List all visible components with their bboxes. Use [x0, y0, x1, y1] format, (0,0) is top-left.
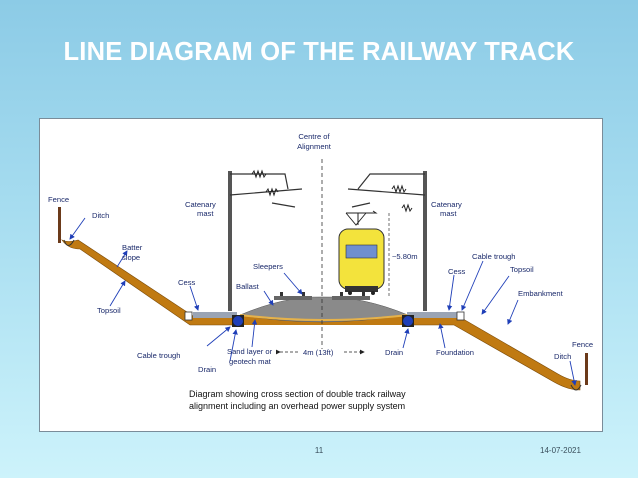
sleeper-right — [332, 296, 370, 300]
ditch-left — [63, 239, 75, 246]
sand-layer — [239, 314, 409, 321]
label-cess-right: Cess — [448, 267, 466, 276]
label-centre-line1: Centre of — [298, 132, 330, 141]
fence-right — [585, 353, 588, 385]
label-track-gap: 4m (13ft) — [303, 348, 334, 357]
ditch-right — [570, 384, 582, 391]
rail-left-b — [302, 292, 305, 296]
label-sleepers: Sleepers — [253, 262, 283, 271]
label-cable-trough-right: Cable trough — [472, 252, 515, 261]
label-cable-trough-left: Cable trough — [137, 351, 180, 360]
label-batter2: slope — [122, 253, 140, 262]
label-catenary-right2: mast — [440, 209, 457, 218]
train-body — [338, 228, 385, 290]
pointer-arrows — [69, 217, 577, 386]
insulator-left — [251, 169, 279, 197]
drain-left-pipe — [233, 316, 243, 326]
train-wheel-right — [371, 291, 375, 295]
catenary-arm-right — [347, 173, 426, 208]
cess-left — [193, 312, 237, 318]
label-height: ~5.80m — [392, 252, 418, 261]
label-cess-left: Cess — [178, 278, 196, 287]
label-fence-right: Fence — [572, 340, 593, 349]
train-underframe — [345, 286, 378, 292]
caption-line2: alignment including an overhead power su… — [189, 401, 405, 411]
railway-cross-section-figure: Centre of Alignment Fence Ditch Catenary… — [39, 118, 603, 432]
label-ballast: Ballast — [236, 282, 260, 291]
train-wheel-left — [348, 291, 352, 295]
drain-right-pipe — [403, 316, 413, 326]
label-catenary-left1: Catenary — [185, 200, 216, 209]
label-batter1: Batter — [122, 243, 143, 252]
caption-line1: Diagram showing cross section of double … — [189, 389, 406, 399]
insulator-right — [391, 184, 413, 213]
pantograph — [345, 212, 367, 226]
embankment-right — [406, 315, 581, 391]
slide-date: 14-07-2021 — [540, 446, 581, 455]
cable-trough-left — [184, 311, 193, 321]
catenary-mast-right — [423, 171, 427, 311]
label-catenary-right1: Catenary — [431, 200, 462, 209]
label-topsoil-left: Topsoil — [97, 306, 121, 315]
rail-right-a — [340, 292, 343, 296]
label-ditch-right: Ditch — [554, 352, 571, 361]
label-drain-right: Drain — [385, 348, 403, 357]
rail-left-a — [280, 292, 283, 296]
label-foundation: Foundation — [436, 348, 474, 357]
train-window — [345, 244, 378, 259]
label-fence-left: Fence — [48, 195, 69, 204]
label-catenary-left2: mast — [197, 209, 214, 218]
label-sand2: geotech mat — [229, 357, 272, 366]
page-number: 11 — [314, 446, 324, 455]
rail-right-b — [362, 292, 365, 296]
catenary-mast-left — [228, 171, 232, 311]
sleeper-left — [274, 296, 312, 300]
label-topsoil-right: Topsoil — [510, 265, 534, 274]
cable-trough-right — [456, 311, 465, 321]
label-centre-line2: Alignment — [297, 142, 332, 151]
slide-title: LINE DIAGRAM OF THE RAILWAY TRACK — [63, 38, 575, 66]
cross-section-diagram: Centre of Alignment Fence Ditch Catenary… — [48, 132, 593, 411]
label-embankment: Embankment — [518, 289, 564, 298]
fence-left — [58, 207, 61, 243]
label-drain-left: Drain — [198, 365, 216, 374]
label-ditch-left: Ditch — [92, 211, 109, 220]
label-sand1: Sand layer or — [227, 347, 273, 356]
catenary-arm-left — [229, 173, 303, 208]
cess-right — [407, 312, 457, 318]
